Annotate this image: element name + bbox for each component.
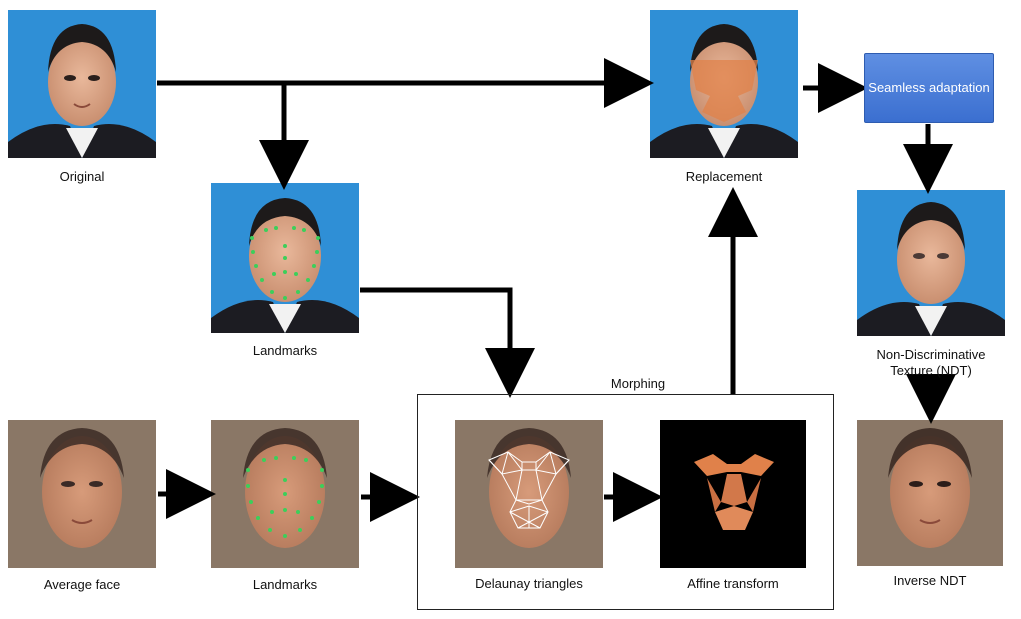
landmarks-bottom-photo: [211, 420, 359, 568]
label-original: Original: [32, 169, 132, 184]
label-average-face: Average face: [22, 577, 142, 592]
inverse-ndt-photo: [857, 420, 1003, 566]
label-delaunay: Delaunay triangles: [459, 576, 599, 591]
ndt-photo: [857, 190, 1005, 336]
replacement-photo: [650, 10, 798, 158]
label-inverse-ndt: Inverse NDT: [880, 573, 980, 588]
arrow-landmarks-to-morphing: [360, 290, 510, 378]
landmarks-top-photo: [211, 183, 359, 333]
label-replacement: Replacement: [664, 169, 784, 184]
label-ndt: Non-Discriminative Texture (NDT): [856, 347, 1006, 379]
label-morphing: Morphing: [598, 376, 678, 391]
label-affine: Affine transform: [665, 576, 801, 591]
label-landmarks-bottom: Landmarks: [235, 577, 335, 592]
label-landmarks-top: Landmarks: [235, 343, 335, 358]
seamless-label: Seamless adaptation: [868, 79, 989, 97]
average-face-photo: [8, 420, 156, 568]
original-photo: [8, 10, 156, 158]
seamless-adaptation-box: Seamless adaptation: [864, 53, 994, 123]
